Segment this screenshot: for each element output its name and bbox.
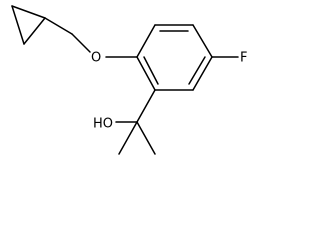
bond bbox=[44, 17, 73, 35]
bond bbox=[136, 56, 156, 91]
double-bond-line bbox=[188, 56, 206, 85]
bond bbox=[192, 24, 213, 58]
bond bbox=[118, 121, 138, 155]
bond bbox=[71, 33, 91, 53]
double-bond-line bbox=[143, 56, 159, 85]
oxygen-label: O bbox=[91, 51, 101, 66]
bond bbox=[11, 5, 25, 45]
hydroxyl-label: HO bbox=[93, 117, 113, 132]
bond bbox=[11, 5, 46, 19]
bond bbox=[192, 56, 213, 91]
benzene-ring bbox=[136, 24, 213, 91]
bond bbox=[23, 17, 46, 45]
fluorine-label: F bbox=[240, 51, 247, 66]
bond bbox=[136, 121, 156, 155]
bond bbox=[136, 89, 156, 123]
bond bbox=[136, 24, 156, 58]
chemical-structure: O F HO bbox=[11, 5, 247, 155]
cyclopropyl-ring bbox=[11, 5, 46, 45]
